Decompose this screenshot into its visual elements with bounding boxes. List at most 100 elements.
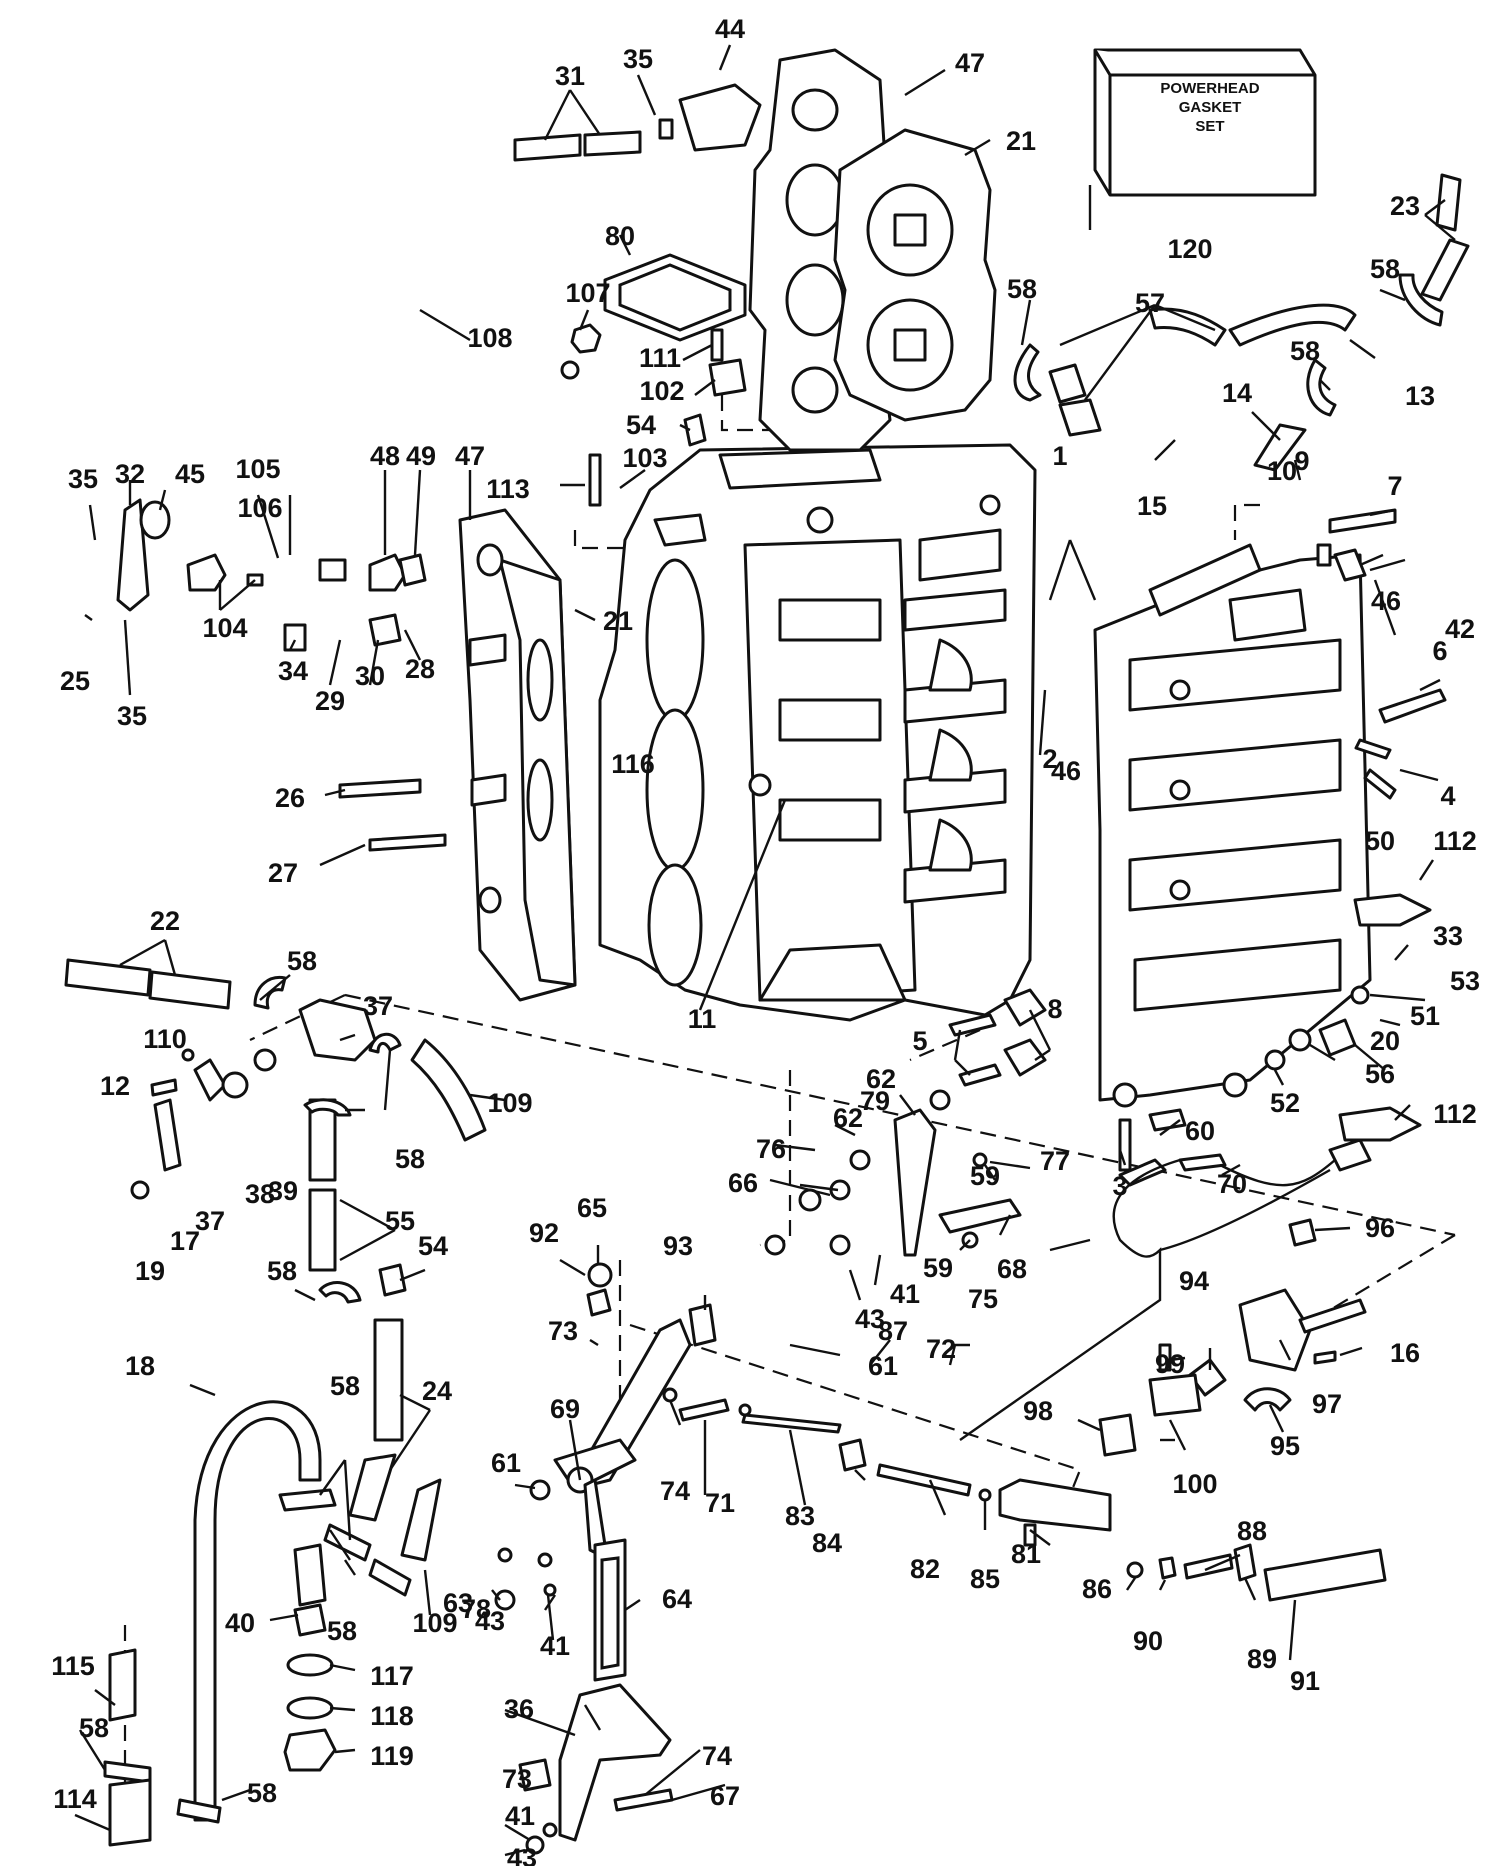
callout-43: 43 (475, 1606, 505, 1636)
fittings-and-hardware (116, 83, 1447, 1457)
callout-66: 66 (728, 1168, 758, 1198)
callout-35: 35 (117, 701, 147, 731)
washer-110 (181, 1048, 195, 1062)
callout-67: 67 (710, 1781, 740, 1811)
spring-99 (1158, 1343, 1172, 1372)
callout-58: 58 (395, 1144, 425, 1174)
callout-110: 110 (143, 1024, 187, 1054)
hose-57b (1148, 307, 1227, 347)
callout-48: 48 (370, 441, 400, 471)
callout-79: 79 (860, 1086, 890, 1116)
arm-79 (893, 1108, 937, 1257)
hose-24a (373, 1318, 404, 1442)
cylinder-head (458, 508, 577, 1002)
callout-69: 69 (550, 1394, 580, 1424)
callout-43: 43 (855, 1304, 885, 1334)
bushing-73b (518, 1758, 552, 1792)
callout-42: 42 (1445, 614, 1475, 644)
callout-113: 113 (486, 474, 530, 504)
callout-85: 85 (970, 1564, 1000, 1594)
fitting-35-top (658, 118, 674, 140)
head-gasket-front (833, 128, 997, 422)
callout-57: 57 (1135, 288, 1165, 318)
callout-27: 27 (268, 858, 298, 888)
callout-51: 51 (1410, 1001, 1440, 1031)
fitting-40 (293, 1543, 327, 1607)
cap-49 (398, 553, 427, 587)
callout-63: 63 (443, 1588, 473, 1618)
callout-6: 6 (1432, 636, 1447, 666)
callout-55: 55 (385, 1206, 415, 1236)
bypass-cover-gasket (603, 253, 747, 342)
fitting-96 (1288, 1218, 1317, 1247)
callout-102: 102 (639, 376, 684, 406)
callout-numbers: 1234567891011121314151617181920212122232… (51, 14, 1480, 1866)
pin-5a (948, 1013, 997, 1037)
wiring (959, 1158, 1336, 1441)
callout-44: 44 (715, 14, 745, 44)
callout-91: 91 (1290, 1666, 1320, 1696)
callout-73: 73 (548, 1316, 578, 1346)
washer-108 (560, 360, 580, 380)
callout-93: 93 (663, 1231, 693, 1261)
callout-107: 107 (565, 278, 610, 308)
callout-7: 7 (1387, 471, 1402, 501)
gasket-box-line-3: SET (1195, 118, 1224, 135)
callout-53: 53 (1450, 966, 1480, 996)
callout-58: 58 (287, 946, 317, 976)
pin-5b (958, 1063, 1002, 1087)
bolt-26 (368, 833, 447, 852)
callout-3: 3 (1112, 1171, 1127, 1201)
hose-22a (64, 958, 152, 997)
callout-120: 120 (1167, 234, 1212, 264)
bushing-93 (688, 1303, 717, 1347)
callout-54: 54 (418, 1231, 448, 1261)
callout-8: 8 (1047, 994, 1062, 1024)
callout-112: 112 (1433, 826, 1477, 856)
callout-35: 35 (68, 464, 98, 494)
callout-20: 20 (1370, 1026, 1400, 1056)
hose-14 (1253, 423, 1307, 472)
o-ring-39 (253, 1048, 277, 1072)
callout-71: 71 (705, 1488, 735, 1518)
spring-82 (876, 1463, 972, 1497)
nut-63 (494, 1589, 516, 1611)
callout-36: 36 (504, 1694, 534, 1724)
callout-104: 104 (202, 613, 247, 643)
callout-61: 61 (491, 1448, 521, 1478)
fitting-54b (378, 1263, 407, 1297)
link-68 (938, 1198, 1022, 1234)
screw-12 (150, 1078, 178, 1097)
callout-76: 76 (756, 1134, 786, 1164)
callout-25: 25 (60, 666, 90, 696)
callout-1: 1 (1052, 441, 1067, 471)
hose-109b (400, 1478, 442, 1562)
callout-58: 58 (330, 1371, 360, 1401)
plate-112b (1338, 1106, 1422, 1142)
callout-39: 39 (268, 1176, 298, 1206)
gasket-box-line-2: GASKET (1179, 99, 1242, 116)
washer-74a (662, 1387, 678, 1403)
gasket-box-line-1: POWERHEAD (1160, 80, 1259, 97)
callout-10: 10 (1267, 456, 1297, 486)
callout-94: 94 (1179, 1266, 1209, 1296)
screw-67 (613, 1788, 674, 1812)
rod-83 (741, 1413, 842, 1434)
callout-37: 37 (195, 1206, 225, 1236)
cylinder-block (598, 443, 1037, 1022)
hose-31b (583, 130, 642, 157)
disc-8a (1003, 988, 1047, 1027)
clip-102 (708, 358, 747, 397)
callout-58: 58 (267, 1256, 297, 1286)
callout-49: 49 (406, 441, 436, 471)
callout-84: 84 (812, 1528, 842, 1558)
callout-106: 106 (237, 493, 282, 523)
callout-56: 56 (1365, 1059, 1395, 1089)
callout-109: 109 (412, 1608, 457, 1638)
callout-26: 26 (275, 783, 305, 813)
callout-17: 17 (170, 1226, 200, 1256)
callout-99: 99 (1155, 1349, 1185, 1379)
plug-34 (283, 623, 307, 652)
washer-117 (286, 1653, 334, 1677)
hose-23a (1435, 173, 1462, 232)
